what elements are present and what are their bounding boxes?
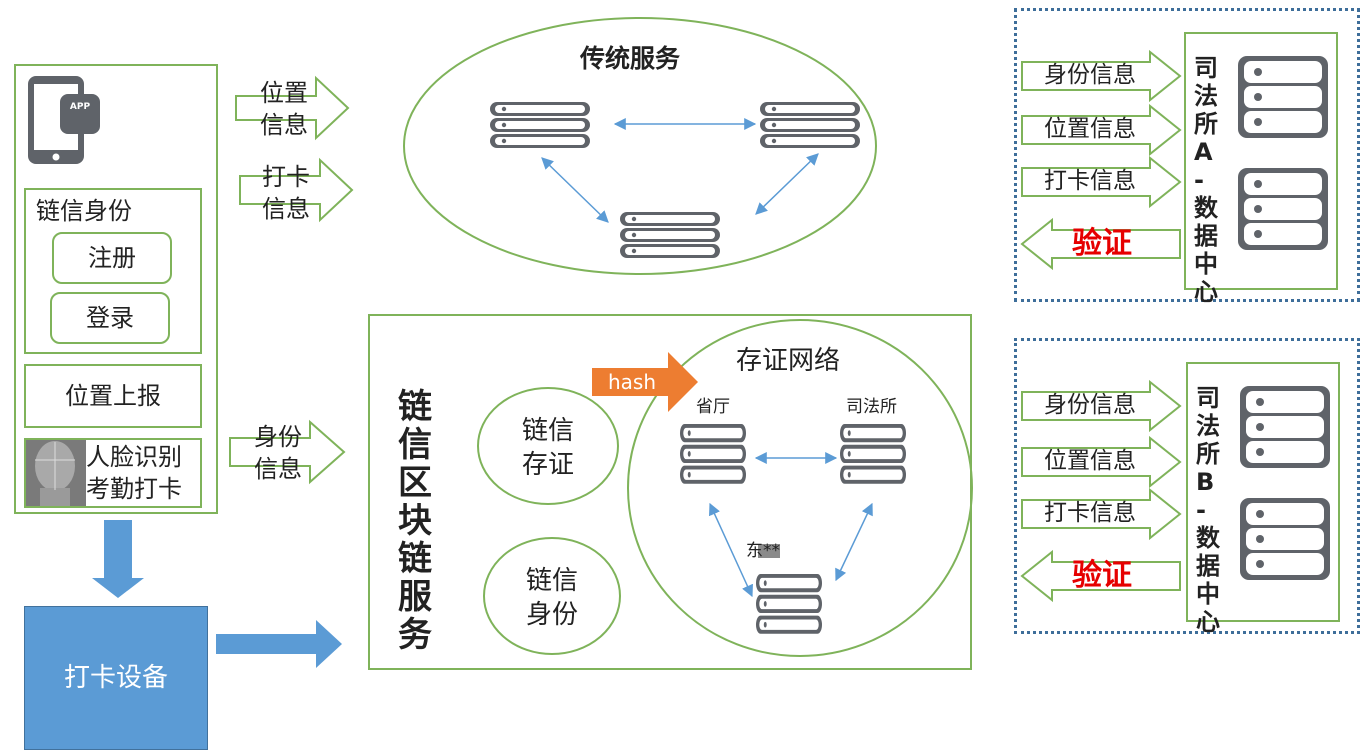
dc-b-arrows	[1020, 379, 1182, 603]
redaction-mark	[758, 544, 780, 558]
mobile-app-panel	[14, 64, 218, 514]
deposit-network-circle	[627, 319, 973, 657]
arrow-down-to-device	[92, 520, 144, 598]
arrow-checkin-info	[239, 157, 354, 223]
node-province-label: 省厅	[696, 397, 730, 417]
location-report-button[interactable]: 位置上报	[24, 364, 202, 428]
datacenter-b-box	[1186, 362, 1340, 622]
server-icon	[620, 212, 720, 258]
deposit-line2: 存证	[521, 450, 574, 480]
deposit-network-title: 存证网络	[736, 346, 841, 376]
checkin-device-box: 打卡设备	[24, 606, 208, 750]
link-arrow	[541, 157, 609, 223]
dc-b-verify: 验证	[1072, 558, 1132, 593]
hash-arrow	[592, 352, 698, 412]
dc-a-checkin: 打卡信息	[1044, 168, 1136, 194]
chain-identity-box	[24, 188, 202, 354]
chain-identity-title: 链信身份	[36, 197, 132, 225]
datacenter-b-title: 司法所B-数据中心	[1196, 384, 1220, 636]
dc-a-location: 位置信息	[1044, 116, 1136, 142]
datacenter-a-frame	[1014, 8, 1360, 302]
datacenter-a-box	[1184, 32, 1338, 290]
blockchain-vertical-title: 链信区块链服务	[398, 387, 432, 655]
arrow-label-checkin-1: 打卡	[262, 163, 310, 191]
dc-a-arrows	[1020, 49, 1182, 271]
arrow-label-identity-1: 身份	[254, 423, 302, 451]
arrow-label-location-2: 信息	[260, 111, 308, 139]
chain-deposit-circle	[477, 387, 619, 505]
traditional-services-title: 传统服务	[580, 44, 681, 73]
deposit-line1: 链信	[521, 416, 574, 446]
phone-icon	[28, 76, 100, 164]
dc-b-location: 位置信息	[1044, 448, 1136, 474]
node-justice-label: 司法所	[846, 397, 897, 417]
dc-a-verify: 验证	[1072, 226, 1132, 261]
blockchain-service-box	[368, 314, 972, 670]
traditional-services-ellipse	[403, 17, 877, 275]
dc-b-checkin: 打卡信息	[1044, 500, 1136, 526]
arrow-identity-info	[229, 419, 346, 485]
server-icon	[760, 102, 860, 148]
face-line2: 考勤打卡	[86, 475, 182, 503]
datacenter-a-title: 司法所A-数据中心	[1194, 54, 1218, 306]
link-arrow	[709, 502, 753, 598]
dc-a-identity: 身份信息	[1044, 62, 1136, 88]
node-third-label: 东**	[746, 541, 780, 561]
arrow-label-identity-2: 信息	[254, 455, 302, 483]
login-button[interactable]: 登录	[50, 292, 170, 344]
identity-line1: 链信	[525, 566, 578, 596]
app-badge: APP	[69, 102, 91, 112]
arrow-label-location-1: 位置	[260, 79, 308, 107]
register-button[interactable]: 注册	[52, 232, 172, 284]
datacenter-b-frame	[1014, 338, 1360, 634]
hash-label: hash	[608, 370, 657, 394]
arrow-device-to-chain	[216, 620, 342, 668]
arrow-label-checkin-2: 信息	[262, 195, 310, 223]
arrow-location-info	[235, 75, 350, 141]
face-line1: 人脸识别	[86, 443, 182, 471]
link-arrow	[835, 502, 873, 582]
dc-b-identity: 身份信息	[1044, 392, 1136, 418]
link-arrow	[755, 153, 819, 215]
face-attendance-box[interactable]	[24, 438, 202, 508]
chain-identity-circle	[483, 537, 621, 655]
identity-line2: 身份	[525, 600, 578, 630]
server-icon	[490, 102, 590, 148]
face-image	[24, 438, 86, 506]
